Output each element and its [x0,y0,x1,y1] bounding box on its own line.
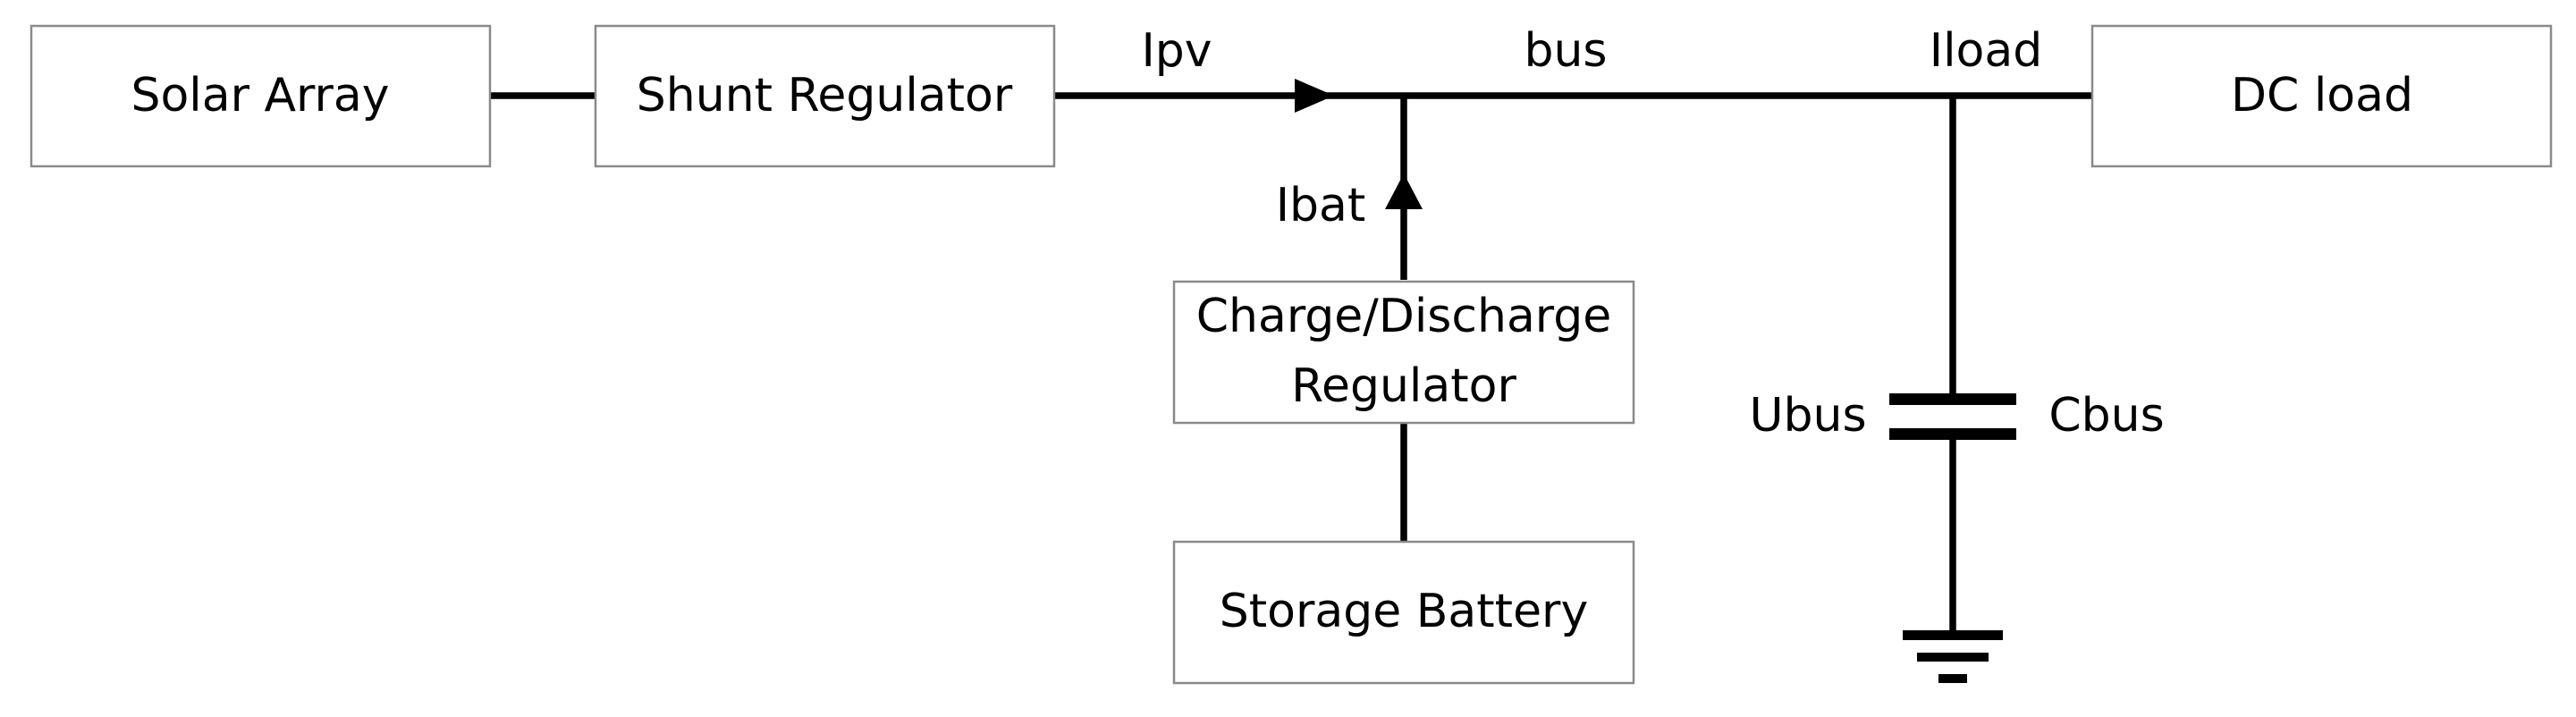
iload-label: Iload [1930,24,2042,78]
charge-regulator-label-line1: Charge/Discharge [1196,290,1612,343]
ibat-current-arrow [1385,173,1423,209]
ibat-label: Ibat [1276,179,1366,232]
solar-array-block: Solar Array [30,24,492,168]
ubus-label: Ubus [1749,389,1866,443]
storage-battery-label: Storage Battery [1220,585,1588,638]
bus-label: bus [1524,24,1607,78]
dc-load-label: DC load [2231,69,2413,122]
shunt-regulator-label: Shunt Regulator [637,69,1013,122]
charge-discharge-regulator-block: Charge/Discharge Regulator [1172,280,1635,425]
charge-regulator-label-line2: Regulator [1291,359,1516,413]
capacitor-plate-top [1889,393,2016,405]
shunt-regulator-block: Shunt Regulator [594,24,1056,168]
dc-load-block: DC load [2090,24,2553,168]
ground-icon [1903,630,2003,683]
capacitor-plate-bottom [1889,428,2016,440]
ipv-label: Ipv [1141,24,1212,78]
solar-array-label: Solar Array [131,69,389,122]
cbus-label: Cbus [2048,389,2164,443]
storage-battery-block: Storage Battery [1172,540,1635,685]
ipv-current-arrow [1295,79,1334,113]
